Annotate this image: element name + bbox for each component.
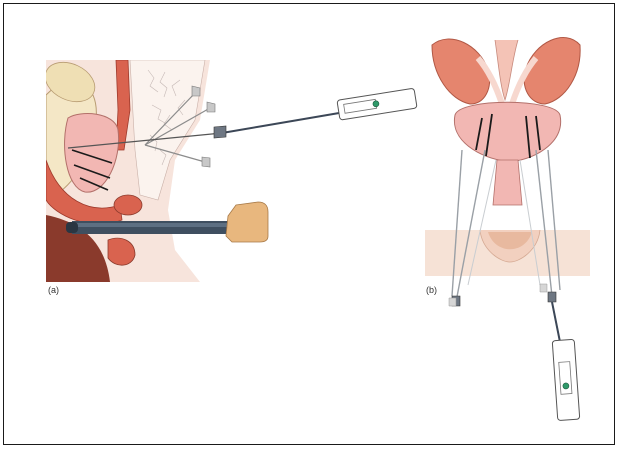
needle-hub-icon xyxy=(202,157,210,167)
seminal-vesicle-left xyxy=(432,39,489,104)
dosimeter-device-a xyxy=(337,88,417,120)
panel-b-label: (b) xyxy=(426,285,437,295)
needle-hub-icon xyxy=(214,126,226,138)
indicator-led-icon xyxy=(563,383,569,389)
needle-hub-icon xyxy=(449,298,456,306)
needle-hub-icon xyxy=(540,284,547,292)
seminal-vesicle-right xyxy=(524,38,580,104)
needle-hub-icon xyxy=(192,86,200,96)
panel-a-label: (a) xyxy=(48,285,59,295)
needle-hub-icon xyxy=(207,102,215,112)
needle-hub-icon xyxy=(548,292,556,302)
panel-a-sagittal-illustration xyxy=(39,55,417,285)
dosimeter-device-b xyxy=(552,339,580,420)
panel-b-frontal-illustration xyxy=(425,38,590,421)
prostate-frontal xyxy=(454,102,560,162)
